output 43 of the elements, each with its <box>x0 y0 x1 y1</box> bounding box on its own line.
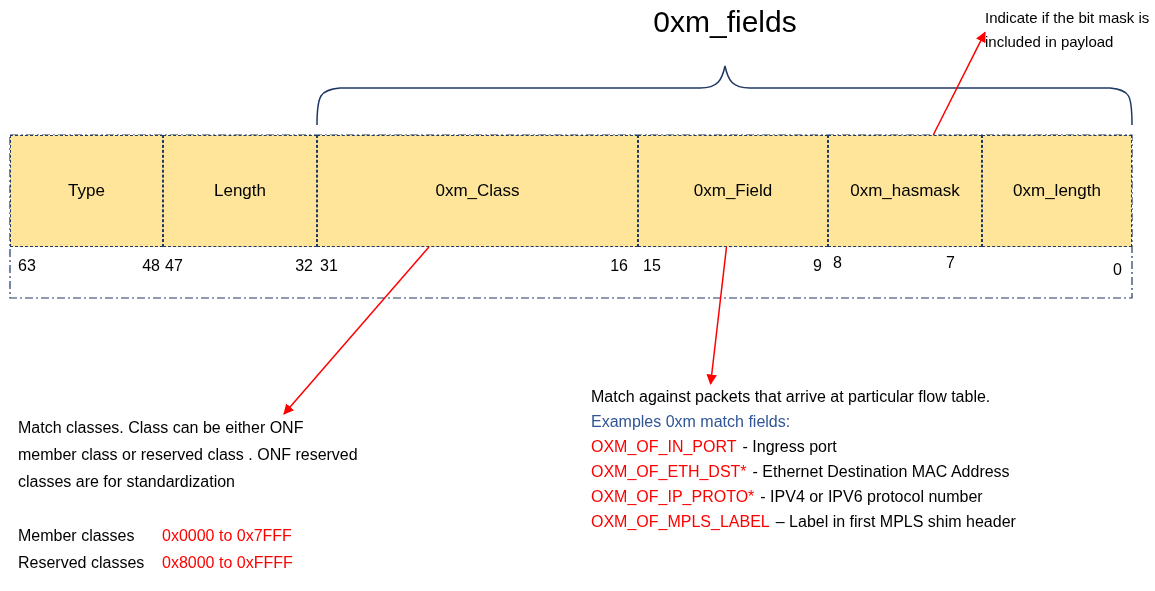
bit-number: 9 <box>813 256 822 276</box>
note-text: Match against packets that arrive at particular flow table. <box>591 387 992 407</box>
bit-number: 48 <box>142 256 160 276</box>
field-name: Length <box>214 180 266 203</box>
field-box <box>638 135 828 247</box>
field-box <box>317 135 638 247</box>
field-name: Type <box>68 180 105 203</box>
bit-number: 8 <box>833 253 842 273</box>
field-code: OXM_OF_IP_PROTO* <box>591 487 755 507</box>
field-description: - Ethernet Destination MAC Address <box>752 462 1010 482</box>
bit-number: 47 <box>165 256 183 276</box>
bit-number: 32 <box>295 256 313 276</box>
field-code: OXM_OF_ETH_DST* <box>591 462 747 482</box>
bit-number: 7 <box>946 253 955 273</box>
arrow <box>706 246 728 386</box>
examples-heading: Examples 0xm match fields: <box>591 412 792 432</box>
range-value: 0x8000 to 0xFFFF <box>162 553 293 573</box>
field-code: OXM_OF_IN_PORT <box>591 437 737 457</box>
field-box <box>10 135 163 247</box>
field-code: OXM_OF_MPLS_LABEL <box>591 512 770 532</box>
note-text: Indicate if the bit mask is included in payload <box>985 9 1150 50</box>
bit-number: 0 <box>1113 260 1122 280</box>
field-description: - Ingress port <box>742 437 837 457</box>
field-description: - IPV4 or IPV6 protocol number <box>760 487 983 507</box>
bit-number: 15 <box>643 256 661 276</box>
bit-number: 63 <box>18 256 36 276</box>
brace-label: 0xm_fields <box>653 4 797 40</box>
field-name: 0xm_hasmask <box>850 180 960 203</box>
field-box <box>163 135 317 247</box>
arrow <box>283 246 430 415</box>
note-text: Match classes. Class can be either ONF member class or reserved class . ONF reserved classes are for standardization <box>18 418 358 492</box>
field-name: 0xm_length <box>1013 180 1101 203</box>
field-box <box>828 135 982 247</box>
bit-number: 16 <box>610 256 628 276</box>
range-name: Reserved classes <box>18 553 146 573</box>
field-box <box>982 135 1132 247</box>
field-name: 0xm_Field <box>693 180 773 203</box>
field-description: – Label in first MPLS shim header <box>775 512 1016 532</box>
bit-number: 31 <box>320 256 338 276</box>
arrow <box>932 31 986 136</box>
field-name: 0xm_Class <box>435 180 520 203</box>
range-name: Member classes <box>18 526 136 546</box>
range-value: 0x0000 to 0x7FFF <box>162 526 292 546</box>
